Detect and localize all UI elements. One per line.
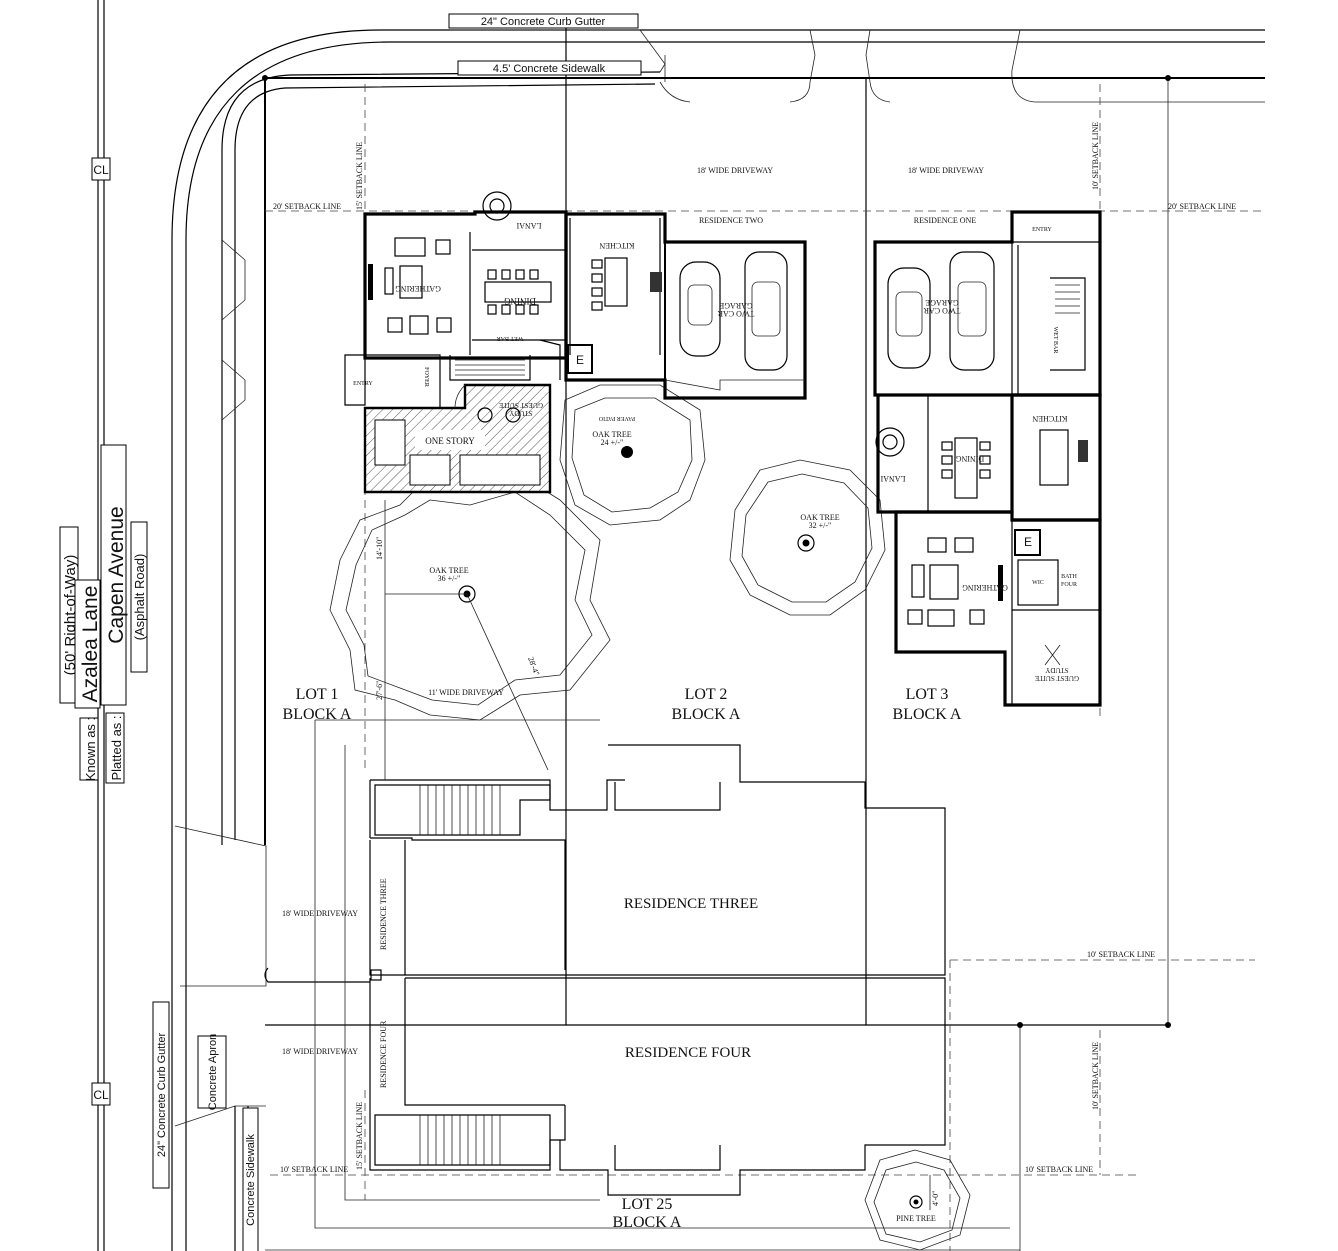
oak-tree-lot3	[729, 459, 886, 616]
lot1-label: LOT 1	[296, 686, 339, 703]
sidewalk-left-label: Concrete Sidewalk	[245, 1134, 257, 1226]
oak-tree-lot3-size: 32 +/-"	[809, 521, 832, 530]
known-as-label: Known as :	[83, 717, 98, 781]
lot1-block-label: BLOCK A	[283, 706, 352, 723]
oak-tree-lot3-label: OAK TREE	[800, 513, 839, 522]
pine-tree-label: PINE TREE	[896, 1214, 936, 1223]
r2-garage-label: GARAGE	[719, 301, 752, 310]
residence-two-plan	[344, 191, 807, 409]
r1-garage-label: GARAGE	[925, 298, 958, 307]
residence-three-side-label: RESIDENCE THREE	[379, 878, 388, 950]
r2-kitchen-label: KITCHEN	[599, 241, 634, 250]
setback-20-right-label: 20' SETBACK LINE	[1168, 202, 1236, 211]
driveway-lot1-label: 11' WIDE DRIVEWAY	[428, 688, 504, 697]
oak-tree-lot2	[559, 384, 706, 526]
oak-tree-lot1	[329, 474, 611, 721]
r1-bath-four-label: FOUR	[1061, 582, 1077, 588]
lot25-block-label: BLOCK A	[613, 1214, 682, 1231]
driveway-residence-two-label: 18' WIDE DRIVEWAY	[697, 166, 773, 175]
r2-dining-label: DINING	[504, 296, 536, 306]
r1-bath-label: BATH	[1061, 574, 1077, 580]
street-lines	[97, 0, 1265, 1251]
residence-three-plan	[264, 744, 946, 983]
r2-foyer-label: FOYER	[423, 367, 429, 387]
r2-gathering-label: GATHERING	[395, 284, 441, 293]
dim-4-0: 4'-0"	[931, 1191, 940, 1206]
r1-gathering-label: GATHERING	[962, 583, 1008, 592]
setback-10-lower-label: 10' SETBACK LINE	[1091, 1042, 1100, 1110]
setback-20-left-label: 20' SETBACK LINE	[273, 202, 341, 211]
residence-four-plan	[314, 719, 1010, 1229]
driveway-residence-one-label: 18' WIDE DRIVEWAY	[908, 166, 984, 175]
setback-10-bottom-left-label: 10' SETBACK LINE	[280, 1165, 348, 1174]
residence-three-label: RESIDENCE THREE	[624, 896, 758, 912]
setback-lines	[265, 84, 1265, 1251]
r2-study-label: STUDY	[509, 409, 532, 417]
r1-wic-label: WIC	[1032, 580, 1044, 586]
lot2-block-label: BLOCK A	[672, 706, 741, 723]
residence-four-side-label: RESIDENCE FOUR	[379, 1020, 388, 1088]
centerline-marker-bottom: CL	[91, 1082, 111, 1106]
dimension-lines	[384, 500, 931, 1210]
r2-paver-patio-label: PAVER PATIO	[598, 415, 635, 421]
residence-one-plan	[873, 210, 1102, 707]
setback-15-bottom-label: 15' SETBACK LINE	[355, 1102, 364, 1170]
capen-avenue-label: Capen Avenue	[105, 506, 128, 643]
driveway-residence-three-label: 18' WIDE DRIVEWAY	[282, 909, 358, 918]
setback-15-top-label: 15' SETBACK LINE	[355, 142, 364, 210]
dim-27-6: 27'-6"	[375, 681, 384, 700]
property-lines	[262, 20, 1265, 1251]
centerline-marker-top: CL	[91, 157, 111, 181]
residence-one-label: RESIDENCE ONE	[914, 216, 977, 225]
one-story-wing	[363, 383, 552, 494]
r1-dining-label: DINING	[956, 454, 985, 463]
svg-text:CL: CL	[93, 1088, 109, 1102]
azalea-lane-label: Azalea Lane	[79, 586, 102, 703]
lot2-label: LOT 2	[685, 686, 728, 703]
dim-14-10: 14'-10"	[375, 537, 384, 560]
asphalt-road-label: (Asphalt Road)	[132, 554, 147, 641]
concrete-apron-label: Concrete Apron	[207, 1034, 219, 1110]
r2-wet-bar-label: WET BAR	[497, 335, 524, 341]
r1-study-label: STUDY	[1045, 666, 1068, 674]
driveway-residence-four-label: 18' WIDE DRIVEWAY	[282, 1047, 358, 1056]
lot25-label: LOT 25	[622, 1196, 673, 1213]
platted-as-label: Platted as :	[109, 715, 124, 780]
residence-two-label: RESIDENCE TWO	[699, 216, 763, 225]
r2-guest-suite-label: GUEST SUITE	[499, 401, 543, 409]
r2-garage-type-label: TWO CAR	[717, 309, 754, 318]
oak-tree-lot2-size: 24 +/-"	[601, 438, 624, 447]
r2-entry-label: ENTRY	[353, 381, 373, 387]
pine-tree	[864, 1149, 971, 1251]
setback-10-top-right-label: 10' SETBACK LINE	[1091, 122, 1100, 190]
curb-gutter-top-box	[448, 13, 639, 29]
r1-elevator-label: E	[1024, 535, 1032, 549]
svg-text:CL: CL	[93, 163, 109, 177]
setback-10-mid-label: 10' SETBACK LINE	[1087, 950, 1155, 959]
oak-tree-lot1-label: OAK TREE	[429, 566, 468, 575]
sidewalk-top-label: 4.5' Concrete Sidewalk	[493, 63, 606, 75]
r2-lanai-label: LANAI	[516, 221, 541, 230]
residence-four-label: RESIDENCE FOUR	[625, 1045, 751, 1061]
r1-lanai-label: LANAI	[880, 474, 905, 483]
sidewalk-top-box	[457, 60, 642, 76]
one-story-label: ONE STORY	[425, 436, 475, 446]
oak-tree-lot1-size: 36 +/-"	[438, 574, 461, 583]
r2-elevator-label: E	[576, 353, 584, 367]
setback-10-bottom-right-label: 10' SETBACK LINE	[1025, 1165, 1093, 1174]
r1-entry-label: ENTRY	[1032, 227, 1052, 233]
curb-gutter-left-label: 24" Concrete Curb Gutter	[156, 1032, 168, 1157]
lot3-block-label: BLOCK A	[893, 706, 962, 723]
r1-garage-type-label: TWO CAR	[923, 306, 960, 315]
r1-kitchen-label: KITCHEN	[1032, 414, 1067, 423]
r1-guest-suite-label: GUEST SUITE	[1035, 674, 1079, 682]
lot3-label: LOT 3	[906, 686, 949, 703]
dim-28-4: 28'-4"	[526, 656, 541, 677]
curb-gutter-top-label: 24" Concrete Curb Gutter	[481, 16, 606, 28]
r1-wet-bar-label: WET BAR	[1052, 327, 1058, 354]
oak-tree-lot2-label: OAK TREE	[592, 430, 631, 439]
